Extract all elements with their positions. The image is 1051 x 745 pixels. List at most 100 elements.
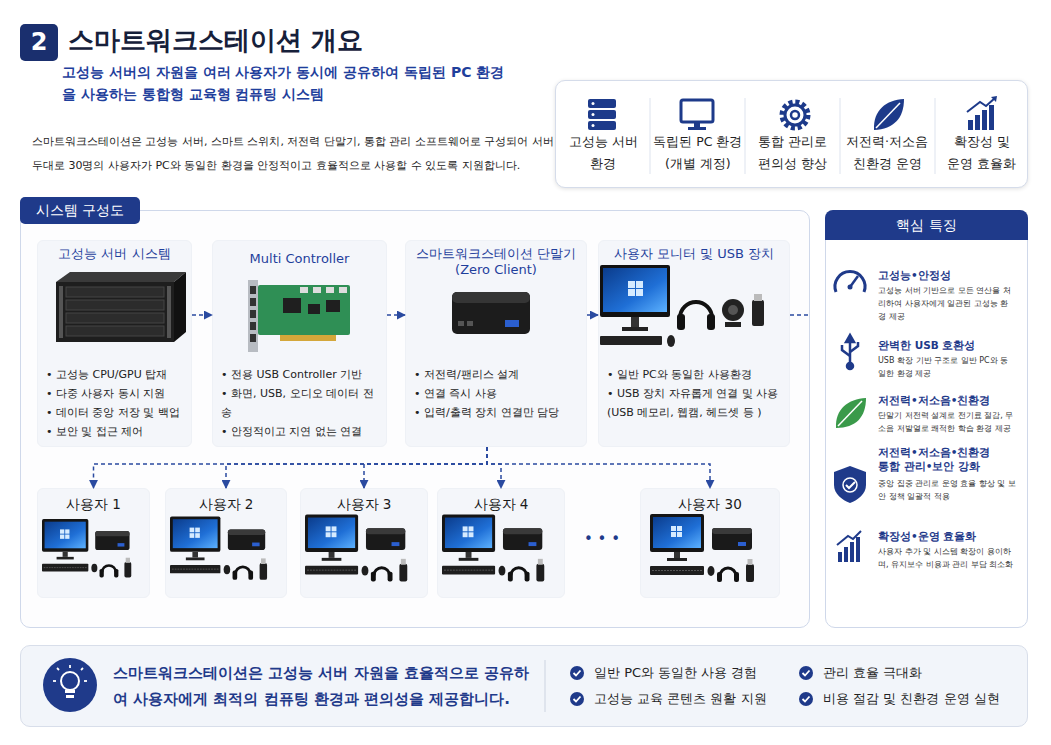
user-set-illustrations-part bbox=[42, 519, 131, 577]
user-set-illustrations-part bbox=[170, 516, 267, 579]
lightbulb-icon bbox=[43, 658, 97, 712]
monitor-devices-illustration-part bbox=[636, 289, 643, 296]
server-icon-part bbox=[588, 99, 616, 108]
section-number: 2 bbox=[20, 24, 58, 61]
lightbulb-icon-part bbox=[53, 665, 87, 681]
user-label: 사용자 3 bbox=[301, 496, 427, 512]
page-title: 스마트워크스테이션 개요 bbox=[68, 22, 363, 58]
server-rack-illustration-part bbox=[167, 286, 171, 338]
feature-body: 고성능 서버 기반으로 모든 연산을 처리하여 사용자에게 일관된 고성능 환경… bbox=[878, 284, 1016, 323]
pcie-card-illustration-part bbox=[248, 280, 258, 352]
summary-banner: 스마트워크스테이션은 고성능 서버 자원을 효율적으로 공유하여 사용자에게 최… bbox=[20, 645, 1028, 727]
user-set-illustrations-part bbox=[442, 515, 544, 582]
feature-body: 사용자 추가 및 시스템 확장이 용이하며, 유지보수 비용과 관리 부담 최소… bbox=[878, 545, 1016, 571]
usb-icon-part bbox=[847, 363, 853, 369]
usb-icon-part bbox=[849, 340, 852, 364]
gauge-icon-part bbox=[850, 276, 858, 287]
pcie-card-illustration-part bbox=[326, 300, 340, 312]
check-icons-part bbox=[803, 697, 810, 702]
bullet-item: • 데이터 중앙 저장 및 백업 bbox=[46, 403, 187, 422]
monitor-devices-illustration-part bbox=[754, 294, 762, 301]
leaf-icon-part bbox=[876, 103, 900, 128]
server-icon-part bbox=[588, 121, 616, 130]
feature-caption: 통합 관리로 편의성 향상 bbox=[755, 131, 831, 175]
usb-icon-part bbox=[850, 342, 858, 352]
component-box: 스마트워크스테이션 단말기 (Zero Client) • 저전력/팬리스 설계•… bbox=[405, 240, 587, 447]
green-leaf-icon-part bbox=[838, 401, 862, 426]
bullet-item: • 저전력/팬리스 설계 bbox=[414, 365, 582, 384]
green-leaf-icon-part bbox=[836, 398, 866, 428]
bullet-item: • 일반 PC와 동일한 사용환경 bbox=[607, 365, 785, 384]
monitor-devices-illustration-part bbox=[600, 265, 670, 317]
bullet-item: • 화면, USB, 오디오 데이터 전송 bbox=[221, 384, 382, 422]
monitor-devices-illustration-part bbox=[752, 300, 764, 326]
feature-dividers-part bbox=[650, 98, 651, 174]
leaf-icon bbox=[874, 99, 904, 130]
server-icon bbox=[588, 99, 616, 130]
pcie-card-illustration-part bbox=[250, 286, 256, 294]
monitor-devices-illustration-part bbox=[680, 302, 712, 318]
feature-dividers-part bbox=[935, 98, 936, 174]
server-rack-illustration bbox=[56, 272, 186, 342]
lightbulb-icon-part bbox=[65, 690, 75, 693]
growth-chart-icon-part bbox=[844, 547, 848, 562]
pcie-card-illustration-part bbox=[326, 287, 334, 293]
lightbulb-icon-part bbox=[61, 672, 79, 690]
server-rack-illustration-part bbox=[66, 313, 164, 323]
user-label: 사용자 2 bbox=[166, 496, 286, 512]
monitor-devices-illustration-part bbox=[677, 314, 685, 330]
monitor-devices-illustration-part bbox=[725, 322, 741, 327]
check-icons-part bbox=[570, 692, 584, 706]
leaf-icon-part bbox=[874, 99, 904, 130]
usb-icon-part bbox=[846, 335, 854, 342]
lightbulb-icon-part-part bbox=[84, 680, 87, 682]
feature-panel: 핵심 특징고성능•안정성고성능 서버 기반으로 모든 연산을 처리하여 사용자에… bbox=[825, 210, 1028, 628]
user-box: 사용자 4 bbox=[437, 488, 565, 598]
growth-chart-icon-part bbox=[856, 537, 860, 562]
server-icon-part bbox=[592, 113, 595, 116]
user-box: 사용자 3 bbox=[300, 488, 428, 598]
bullet-item: • 다중 사용자 동시 지원 bbox=[46, 384, 187, 403]
lightbulb-icon-part-part bbox=[57, 668, 59, 670]
bar-chart-icon-part bbox=[975, 115, 980, 130]
monitor-devices-illustration-part bbox=[707, 314, 715, 330]
connector-arrow bbox=[587, 314, 598, 316]
monitor-devices-illustration-part bbox=[603, 268, 667, 312]
pcie-card-illustration-part bbox=[313, 287, 321, 293]
feature-body: 중앙 집중 관리로 운영 효율 향상 및 보안 정책 일괄적 적용 bbox=[878, 477, 1016, 503]
bullet-list: • 고성능 CPU/GPU 탑재• 다중 사용자 동시 지원• 데이터 중앙 저… bbox=[46, 365, 187, 441]
server-rack-illustration-part bbox=[66, 300, 164, 310]
monitor-devices-illustration bbox=[600, 265, 810, 347]
zero-client-illustration-part bbox=[452, 292, 530, 303]
check-icons-part bbox=[803, 671, 810, 676]
component-heading: 고성능 서버 시스템 bbox=[38, 246, 191, 262]
gear-icon-part bbox=[791, 111, 799, 119]
feature-heading: 고성능•안정성 bbox=[878, 268, 1000, 282]
usb-icon bbox=[842, 335, 858, 369]
check-item: 일반 PC와 동일한 사용 경험 bbox=[594, 664, 757, 682]
zero-client-illustration-part bbox=[458, 321, 464, 326]
feature-strip: 고성능 서버환경독립된 PC 환경 (개별 계정)통합 관리로 편의성 향상저전… bbox=[555, 80, 1028, 188]
bullet-item: • 연결 즉시 사용 bbox=[414, 384, 582, 403]
bar-chart-icon-part bbox=[989, 105, 994, 130]
shield-icon-part bbox=[843, 478, 857, 492]
feature-dividers-part bbox=[745, 98, 746, 174]
user-label: 사용자 30 bbox=[641, 496, 779, 512]
monitor-devices-illustration-part bbox=[790, 314, 810, 316]
component-heading: 스마트워크스테이션 단말기 (Zero Client) bbox=[406, 246, 586, 278]
user-box: 사용자 1 bbox=[37, 488, 150, 598]
growth-chart-icon-part bbox=[837, 531, 861, 545]
component-heading: Multi Controller bbox=[213, 251, 386, 267]
user-set-illustrations-part bbox=[650, 514, 754, 582]
check-icons-part bbox=[799, 692, 813, 706]
server-icon-part bbox=[588, 110, 616, 119]
shield-icon bbox=[834, 466, 866, 503]
connector-arrow bbox=[192, 314, 212, 316]
bar-chart-icon-part bbox=[982, 110, 987, 130]
user-label: 사용자 1 bbox=[38, 496, 149, 512]
panel-header: 핵심 특징 bbox=[825, 210, 1028, 240]
check-icons-part bbox=[574, 697, 581, 702]
feature-caption: 독립된 PC 환경 (개별 계정) bbox=[653, 131, 743, 175]
